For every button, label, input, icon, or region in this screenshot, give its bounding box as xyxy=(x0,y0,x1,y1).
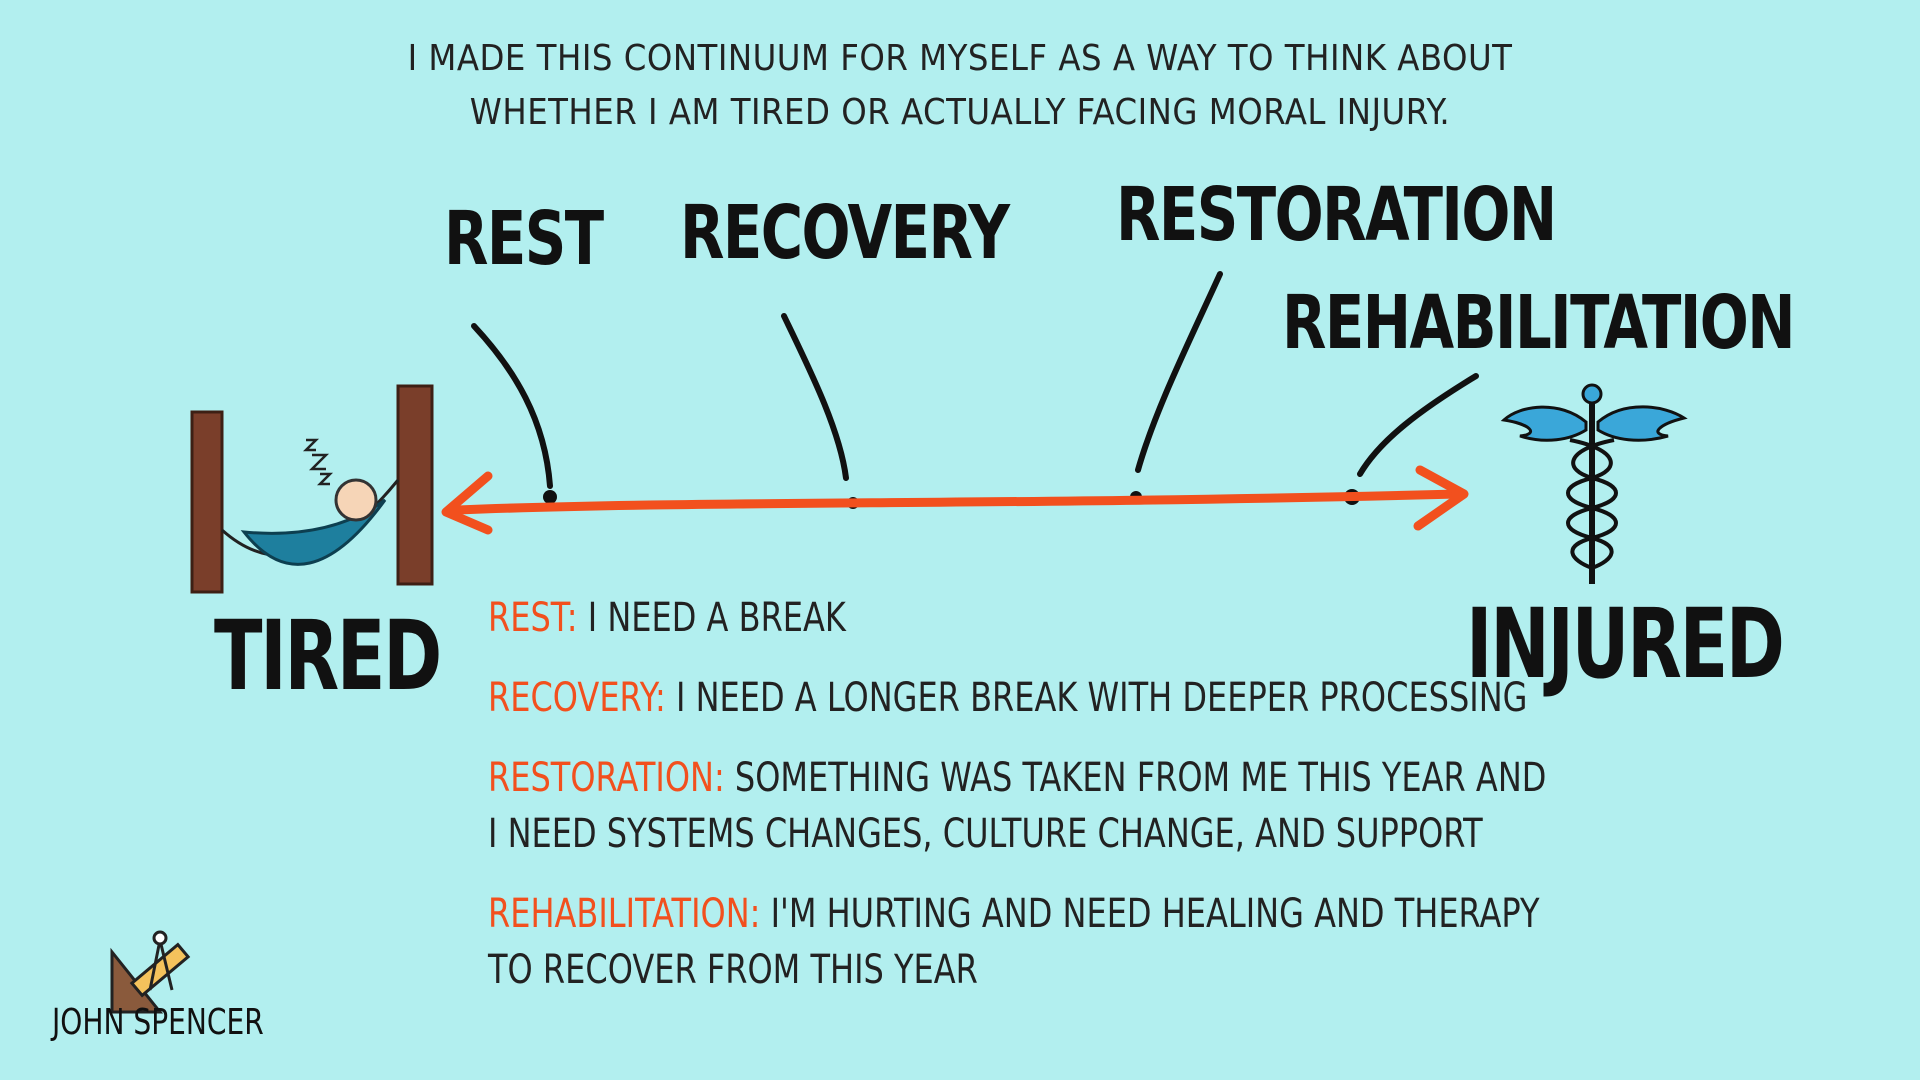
pointer-rest xyxy=(471,323,553,489)
definition-term: REHABILITATION: xyxy=(488,891,761,937)
definition-rehabilitation: REHABILITATION: I'm hurting and need hea… xyxy=(488,886,1540,998)
definitions-list: REST: I need a break RECOVERY: I need a … xyxy=(488,590,1546,1022)
definition-term: RECOVERY: xyxy=(488,675,666,721)
end-label-injured: INJURED xyxy=(1466,588,1785,700)
definition-text: I need a break xyxy=(587,595,846,641)
pointer-lines xyxy=(471,271,1479,489)
hammock-sleeper-icon xyxy=(190,384,434,594)
definition-text: I need a longer break with deeper proces… xyxy=(675,675,1528,721)
definition-term: REST: xyxy=(488,595,578,641)
stage-rest: REST xyxy=(444,196,604,282)
pointer-restoration xyxy=(1135,271,1223,473)
caduceus-icon xyxy=(1500,383,1688,584)
dot-rest xyxy=(543,490,557,504)
pointer-rehabilitation xyxy=(1357,373,1479,477)
definition-text: I'm hurting and need healing and therapy xyxy=(770,891,1540,937)
drafting-tools-icon xyxy=(110,930,191,1014)
caption-line-2: whether I am tired or actually facing mo… xyxy=(469,92,1451,133)
logo-text: JOHN SPENCER xyxy=(52,1002,264,1043)
caption-line-1: I made this continuum for myself as a wa… xyxy=(407,38,1513,79)
pointer-recovery xyxy=(781,313,849,481)
definition-restoration: RESTORATION: Something was taken from me… xyxy=(488,750,1546,862)
stage-restoration: RESTORATION xyxy=(1116,172,1557,258)
definition-text: to recover from this year xyxy=(488,947,978,993)
definition-text: Something was taken from me this year an… xyxy=(734,755,1547,801)
definition-term: RESTORATION: xyxy=(488,755,725,801)
end-label-tired: TIRED xyxy=(214,600,442,712)
definition-text: I need systems changes, culture change, … xyxy=(488,811,1483,857)
definition-recovery: RECOVERY: I need a longer break with dee… xyxy=(488,670,1527,726)
definition-rest: REST: I need a break xyxy=(488,590,1256,646)
stage-recovery: RECOVERY xyxy=(680,190,1010,276)
stage-rehabilitation: REHABILITATION xyxy=(1282,280,1796,366)
continuum-arrow xyxy=(441,465,1469,535)
